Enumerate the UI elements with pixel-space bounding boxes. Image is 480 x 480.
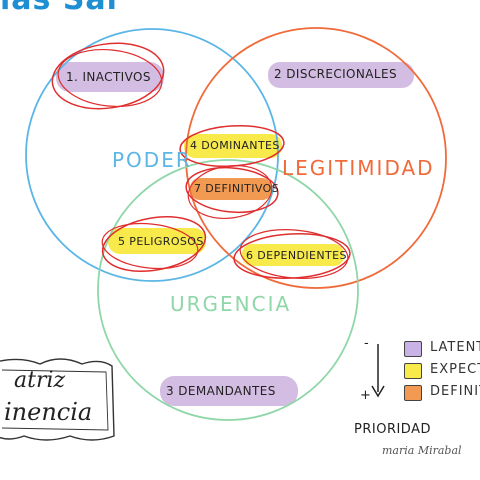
priority-plus: + — [360, 388, 371, 403]
legend-swatch-latent — [404, 341, 422, 357]
legend-swatch-definit — [404, 385, 422, 401]
highlight-definitivos — [190, 178, 272, 200]
circle-urgencia — [97, 159, 359, 421]
highlight-dominantes — [184, 134, 282, 158]
label-demandantes: 3 DEMANDANTES — [166, 384, 276, 398]
matrix-card-frame — [0, 358, 115, 441]
priority-arrow-head — [371, 385, 385, 398]
matrix-card: atriz inencia — [0, 360, 112, 438]
priority-label: PRIORIDAD — [354, 422, 431, 437]
set-name-urgencia: URGENCIA — [170, 292, 292, 316]
legend-swatch-expect — [404, 363, 422, 379]
red-circle-definitivos-2 — [187, 164, 273, 220]
red-circle-inactivos-2 — [57, 49, 163, 107]
matrix-card-line-1: atriz — [14, 368, 66, 393]
matrix-card-frame-inner — [1, 369, 109, 431]
set-name-legitimidad: LEGITIMIDAD — [282, 156, 435, 180]
label-dependientes: 6 DEPENDIENTES — [246, 249, 347, 262]
circle-poder — [25, 28, 279, 282]
legend-label-latent: LATENT — [430, 340, 480, 355]
highlight-demandantes — [160, 376, 298, 406]
legend-label-expect: EXPECT — [430, 362, 480, 377]
legend-label-definit: DEFINIT — [430, 384, 480, 399]
highlight-peligrosos — [108, 228, 206, 254]
highlight-discrecionales — [268, 62, 414, 88]
red-circle-definitivos — [185, 166, 279, 214]
label-peligrosos: 5 PELIGROSOS — [118, 235, 204, 248]
set-name-poder: PODER — [112, 148, 192, 172]
highlight-dependientes — [242, 244, 344, 266]
priority-minus: - — [364, 336, 369, 351]
red-circle-inactivos — [51, 42, 165, 110]
red-circle-peligrosos-2 — [101, 222, 199, 270]
label-dominantes: 4 DOMINANTES — [190, 139, 280, 152]
red-circle-dependientes-2 — [239, 229, 349, 279]
author-signature: maria Mirabal — [382, 444, 462, 457]
red-circle-peligrosos — [101, 216, 207, 272]
label-discrecionales: 2 DISCRECIONALES — [274, 67, 397, 81]
label-definitivos: 7 DEFINITIVOS — [194, 182, 280, 195]
highlight-inactivos — [56, 62, 164, 92]
matrix-card-line-2: inencia — [4, 398, 93, 426]
page-title-fragment: ias Sal — [0, 0, 118, 17]
label-inactivos: 1. INACTIVOS — [66, 70, 151, 84]
